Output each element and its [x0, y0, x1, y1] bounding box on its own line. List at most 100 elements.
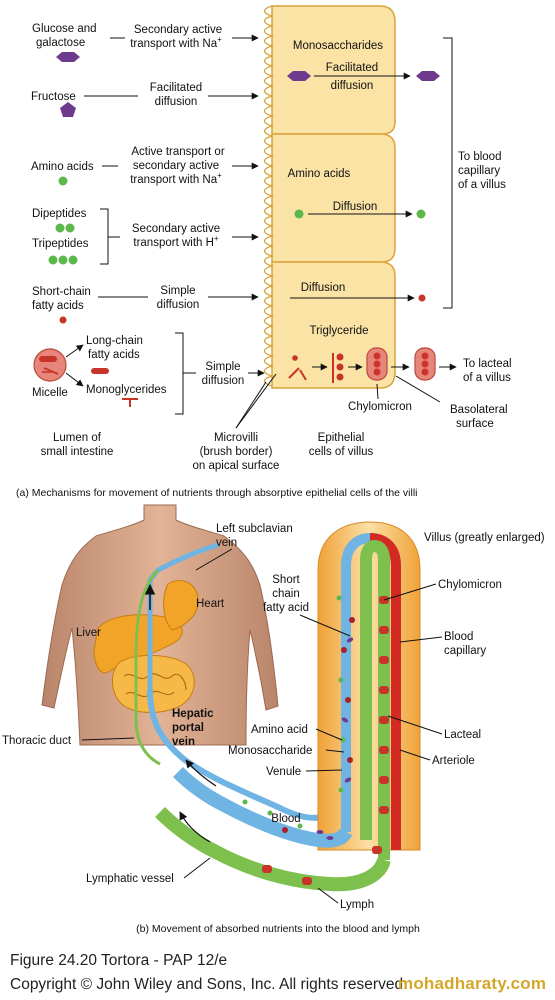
nutrient-absorption-diagram: Glucose and galactose Fructose Amino aci… — [2, 5, 545, 935]
to-lacteal-line2: of a villus — [463, 372, 511, 384]
nutrient-tripeptides-label: Tripeptides — [32, 238, 89, 250]
capillary-monosaccharide-icon — [416, 71, 440, 81]
blood-label: Blood — [271, 813, 300, 825]
mechanism-scfa-line1: Simple — [160, 285, 195, 297]
monosaccharide-label: Monosaccharide — [228, 745, 312, 757]
mechanism-amino-line2: secondary active — [133, 160, 219, 172]
nutrient-short-chain-label: Short-chain — [32, 286, 91, 298]
lymph-pointer — [317, 887, 339, 904]
cell-facilitated-line1: Facilitated — [326, 62, 378, 74]
mechanism-fructose-line2: diffusion — [155, 96, 198, 108]
villus-label: Villus (greatly enlarged) — [424, 532, 545, 544]
watermark: mohadharaty.com — [398, 974, 547, 993]
figure-credit: Figure 24.20 Tortora - PAP 12/e — [10, 952, 228, 969]
peptide-bracket — [100, 208, 109, 265]
nutrient-amino-acids-label: Amino acids — [31, 161, 94, 173]
mechanism-peptide-line2: transport with H+ — [133, 234, 219, 249]
chylomicron-b-label: Chylomicron — [438, 579, 502, 591]
monosaccharide-pointer — [325, 749, 345, 753]
left-subclavian-line1: Left subclavian — [216, 523, 293, 535]
microvilli-pointer-1 — [235, 381, 267, 429]
intestine-illustration — [112, 654, 195, 713]
scfa-line2: chain — [272, 588, 300, 600]
arteriole-vessel — [369, 533, 401, 850]
nutrient-monoglycerides-label: Monoglycerides — [86, 384, 167, 396]
flow-arrow-portal — [185, 759, 217, 787]
venule-outflow — [173, 766, 353, 848]
amino-acid-label: Amino acid — [251, 724, 308, 736]
cell-amino-acid-icon — [294, 209, 304, 219]
lymphatic-outflow — [155, 806, 391, 892]
venule-pointer — [305, 769, 343, 772]
arteriole-pointer — [399, 749, 431, 761]
lacteal-vessel — [360, 539, 390, 860]
hepatic-line2: portal — [172, 722, 204, 734]
microvilli-line1: Microvilli — [214, 432, 258, 444]
portal-vein-vessel — [147, 689, 336, 821]
cell-facilitated-line2: diffusion — [331, 80, 374, 92]
epithelial-cell-2 — [271, 133, 396, 263]
epithelial-cell-3 — [271, 261, 396, 389]
thoracic-duct-pointer — [81, 737, 135, 741]
to-blood-line2: capillary — [458, 165, 500, 177]
part-a: Glucose and galactose Fructose Amino aci… — [16, 5, 512, 499]
cell-monosaccharide-icon — [287, 71, 311, 81]
chylomicron-label: Chylomicron — [348, 401, 412, 413]
mechanism-lcfa-line2: diffusion — [202, 375, 245, 387]
nutrient-dipeptides-label: Dipeptides — [32, 208, 87, 220]
cell-triglyceride-label: Triglyceride — [309, 325, 368, 337]
to-blood-line3: of a villus — [458, 179, 506, 191]
hepatic-line3: vein — [172, 736, 195, 748]
nutrient-galactose-label: galactose — [36, 37, 85, 49]
capillary-amino-acid-icon — [416, 209, 426, 219]
scfa-line1: Short — [272, 574, 300, 586]
tripeptide-icon — [58, 255, 68, 265]
tripeptide-icon — [48, 255, 58, 265]
figure-footer: Figure 24.20 Tortora - PAP 12/e Copyrigh… — [0, 950, 555, 1000]
lymph-label: Lymph — [340, 899, 374, 911]
lumen-line2: small intestine — [41, 446, 114, 458]
microvilli-line3: on apical surface — [193, 460, 280, 472]
triglyceride-icon — [332, 353, 344, 383]
part-b-caption: (b) Movement of absorbed nutrients into … — [136, 923, 420, 935]
mechanism-lcfa-line1: Simple — [205, 361, 240, 373]
dipeptide-icon — [55, 223, 65, 233]
microvilli-line2: (brush border) — [200, 446, 273, 458]
glucose-molecule-icon — [56, 52, 80, 62]
heart-illustration — [163, 580, 199, 631]
cell-chylomicron-icon — [366, 347, 388, 381]
left-subclavian-line2: vein — [216, 537, 237, 549]
micelle-label: Micelle — [32, 387, 68, 399]
epithelial-line2: cells of villus — [309, 446, 374, 458]
cell-amino-acids-label: Amino acids — [288, 168, 351, 180]
mechanism-fructose-line1: Facilitated — [150, 82, 202, 94]
chylomicron-pointer — [376, 383, 379, 400]
mechanism-amino-line3: transport with Na+ — [130, 171, 222, 186]
flow-arrow-left — [179, 811, 211, 843]
mechanism-amino-line1: Active transport or — [131, 146, 224, 158]
villus-particles — [242, 595, 389, 885]
subclavian-vein — [147, 542, 219, 690]
lumen-line1: Lumen of — [53, 432, 102, 444]
nutrient-lcfa-label: fatty acids — [88, 349, 140, 361]
basolateral-pointer — [395, 375, 441, 403]
epithelial-line1: Epithelial — [318, 432, 365, 444]
long-chain-fatty-acid-icon — [91, 368, 109, 374]
lymphatic-vessel-label: Lymphatic vessel — [86, 873, 174, 885]
cell-monosaccharides-label: Monosaccharides — [293, 40, 383, 52]
fructose-molecule-icon — [60, 102, 76, 117]
nutrient-long-chain-label: Long-chain — [86, 335, 143, 347]
blood-capillary-line2: capillary — [444, 645, 486, 657]
to-lacteal-line1: To lacteal — [463, 358, 512, 370]
short-chain-fatty-acid-icon — [59, 316, 67, 324]
to-blood-line1: To blood — [458, 151, 501, 163]
lacteal-label: Lacteal — [444, 729, 481, 741]
copyright-notice: Copyright © John Wiley and Sons, Inc. Al… — [10, 976, 408, 993]
mechanism-peptide-line1: Secondary active — [132, 223, 220, 235]
lacteal-chylomicron-icon — [414, 347, 436, 381]
part-b: Left subclavian vein Heart Liver Thoraci… — [2, 504, 545, 935]
scfa-line3: fatty acid — [263, 602, 309, 614]
blood-capillary-pointer — [399, 636, 443, 643]
fat-bracket — [175, 332, 184, 415]
part-a-caption: (a) Mechanisms for movement of nutrients… — [16, 487, 418, 499]
